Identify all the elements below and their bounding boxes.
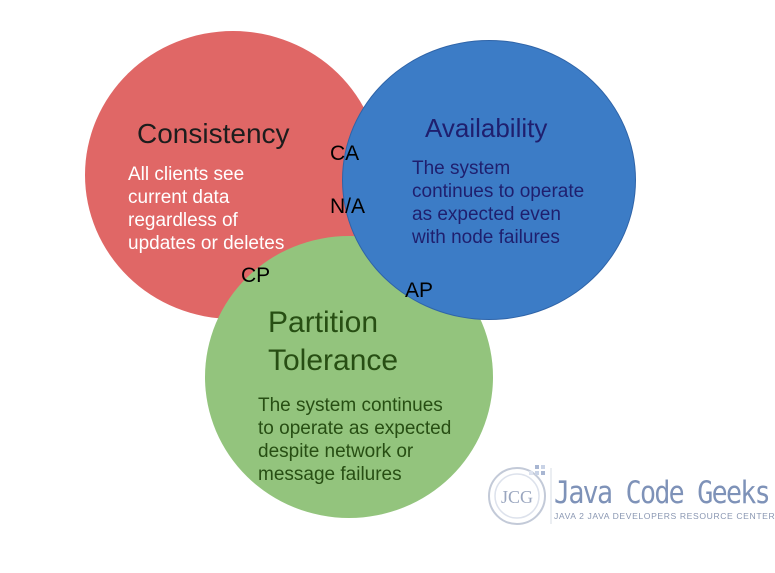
consistency-line: All clients see xyxy=(128,164,245,185)
availability-line: The system xyxy=(412,158,511,179)
availability-line: continues to operate xyxy=(412,181,585,202)
consistency-line: current data xyxy=(128,187,230,208)
overlap-label-ap: AP xyxy=(405,279,434,302)
partition-tolerance-description: The system continues to operate as expec… xyxy=(258,394,451,486)
java-code-geeks-logo: JCG Java Code Geeks JAVA 2 JAVA DEVELOPE… xyxy=(483,462,775,532)
overlap-label-na: N/A xyxy=(330,195,366,218)
availability-line: with node failures xyxy=(412,227,560,248)
availability-title: Availability xyxy=(425,113,548,143)
consistency-title: Consistency xyxy=(137,118,290,149)
jcg-badge-icon: JCG xyxy=(488,465,552,525)
partition-line: The system continues xyxy=(258,395,443,416)
consistency-line: updates or deletes xyxy=(128,233,285,254)
partition-line: despite network or xyxy=(258,441,414,462)
logo-tagline: JAVA 2 JAVA DEVELOPERS RESOURCE CENTER xyxy=(554,511,775,521)
availability-circle xyxy=(342,40,636,320)
partition-tolerance-title: Partition Tolerance xyxy=(268,304,398,380)
partition-line: to operate as expected xyxy=(258,418,452,439)
availability-line: as expected even xyxy=(412,204,561,225)
overlap-label-cp: CP xyxy=(241,264,271,287)
partition-title-line: Partition xyxy=(268,306,379,339)
overlap-label-ca: CA xyxy=(330,142,360,165)
consistency-description: All clients see current data regardless … xyxy=(128,163,284,255)
availability-description: The system continues to operate as expec… xyxy=(412,157,584,249)
jcg-badge-text: JCG xyxy=(501,487,533,507)
partition-title-line: Tolerance xyxy=(268,344,399,377)
partition-line: message failures xyxy=(258,464,402,485)
logo-wordmark: Java Code Geeks xyxy=(554,475,771,511)
consistency-line: regardless of xyxy=(128,210,238,231)
